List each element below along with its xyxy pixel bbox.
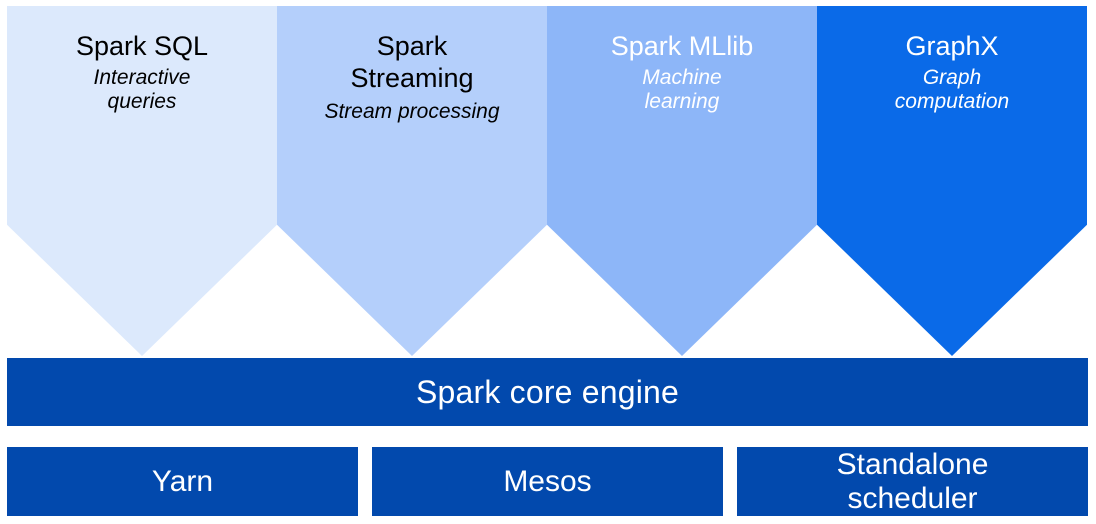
library-spark-sql: Spark SQL Interactive queries [7,6,277,356]
cluster-manager-standalone-scheduler: Standalone scheduler [737,447,1088,516]
library-title: Spark Streaming [350,31,474,93]
library-title: Spark SQL [75,31,209,61]
spark-core-engine-bar: Spark core engine [7,358,1088,426]
library-subtitle: Interactive queries [93,66,191,113]
library-title: Spark MLlib [610,31,754,61]
library-graphx: GraphX Graph computation [817,6,1087,356]
library-text: GraphX Graph computation [817,30,1087,114]
cluster-manager-yarn: Yarn [7,447,358,516]
library-subtitle: Stream processing [324,100,500,123]
library-subtitle: Graph computation [894,66,1010,113]
library-spark-mllib: Spark MLlib Machine learning [547,6,817,356]
library-text: Spark Streaming Stream processing [277,30,547,124]
library-title: GraphX [905,31,999,61]
cluster-manager-mesos: Mesos [372,447,723,516]
library-text: Spark SQL Interactive queries [7,30,277,114]
library-spark-streaming: Spark Streaming Stream processing [277,6,547,356]
library-subtitle: Machine learning [642,66,722,113]
library-text: Spark MLlib Machine learning [547,30,817,114]
